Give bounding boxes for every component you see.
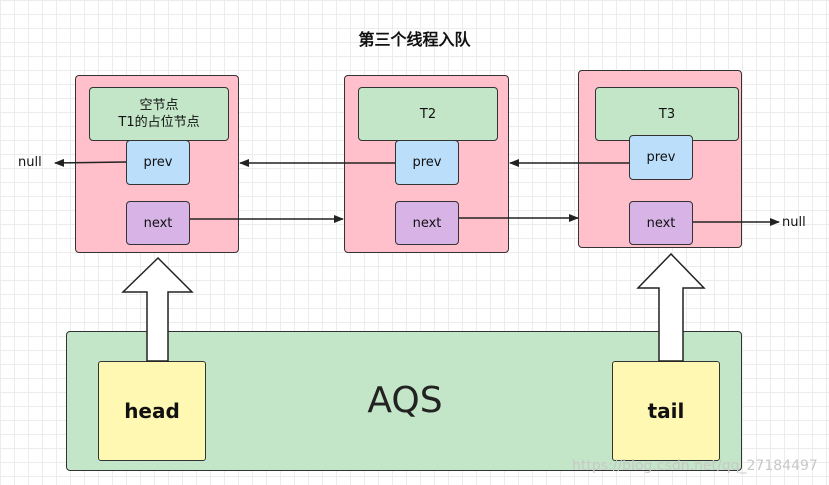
head-pointer: head bbox=[98, 361, 206, 461]
null-label-right: null bbox=[782, 215, 806, 230]
watermark: https://blog.csdn.net/qq_27184497 bbox=[572, 458, 818, 474]
node-2-name: T2 bbox=[358, 87, 498, 141]
node-2-prev: prev bbox=[395, 140, 459, 185]
head-block-arrow bbox=[121, 256, 194, 362]
node-3-next: next bbox=[629, 201, 693, 245]
node-1-name: 空节点 T1的占位节点 bbox=[89, 87, 229, 141]
prev-arrow-to-null bbox=[54, 158, 127, 167]
node-1-next: next bbox=[126, 201, 190, 245]
node-2-next: next bbox=[395, 201, 459, 245]
node-1-prev: prev bbox=[126, 140, 190, 185]
node-3-prev: prev bbox=[629, 135, 693, 180]
diagram-title: 第三个线程入队 bbox=[358, 30, 471, 49]
null-label-left: null bbox=[18, 155, 42, 170]
aqs-label: AQS bbox=[367, 379, 443, 421]
tail-block-arrow bbox=[636, 252, 706, 362]
tail-pointer: tail bbox=[612, 361, 720, 461]
